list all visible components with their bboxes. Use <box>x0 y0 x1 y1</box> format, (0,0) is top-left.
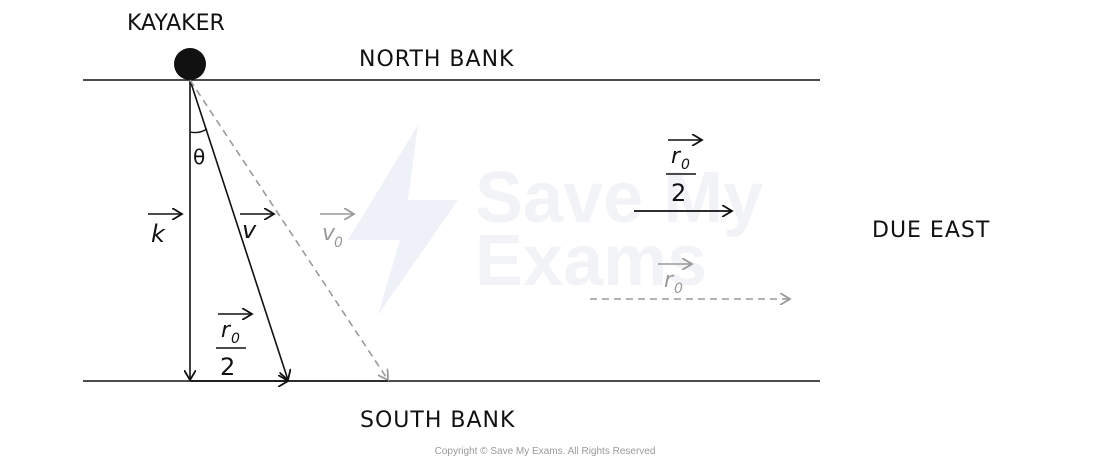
theta-label: θ <box>193 145 205 169</box>
watermark: Save My Exams <box>348 125 763 315</box>
r0-half-bottom-num: r <box>221 318 232 343</box>
r0-half-bottom-sub: 0 <box>231 331 240 347</box>
south-bank-label: SOUTH BANK <box>360 408 515 433</box>
vector-k-label: k <box>148 214 182 248</box>
vector-v0-text: v <box>322 221 336 246</box>
r0-grey-text: r <box>664 268 675 293</box>
kayaker-label: KAYAKER <box>127 11 225 36</box>
watermark-line1: Save My <box>475 158 763 238</box>
kayaker-dot <box>174 48 206 80</box>
vector-v0-label: v 0 <box>320 214 354 251</box>
copyright-text: Copyright © Save My Exams. All Rights Re… <box>435 446 656 457</box>
r0-grey-label: r 0 <box>658 264 692 297</box>
vector-v0-subscript: 0 <box>334 235 343 251</box>
watermark-bolt-icon <box>348 125 458 315</box>
r0-half-right-den: 2 <box>671 179 686 207</box>
vector-k-text: k <box>151 220 166 248</box>
theta-arc <box>189 128 208 134</box>
r0-grey-subscript: 0 <box>674 281 683 297</box>
r0-half-bottom-label: r 0 2 <box>216 314 252 381</box>
watermark-line2: Exams <box>475 221 707 301</box>
r0-half-right-sub: 0 <box>681 157 690 173</box>
north-bank-label: NORTH BANK <box>359 47 514 72</box>
due-east-label: DUE EAST <box>872 218 990 243</box>
vector-v-text: v <box>242 216 257 244</box>
r0-half-right-num: r <box>671 144 682 169</box>
vector-v-label: v <box>240 214 274 244</box>
r0-half-right-label: r 0 2 <box>666 140 702 207</box>
r0-half-bottom-den: 2 <box>220 353 235 381</box>
